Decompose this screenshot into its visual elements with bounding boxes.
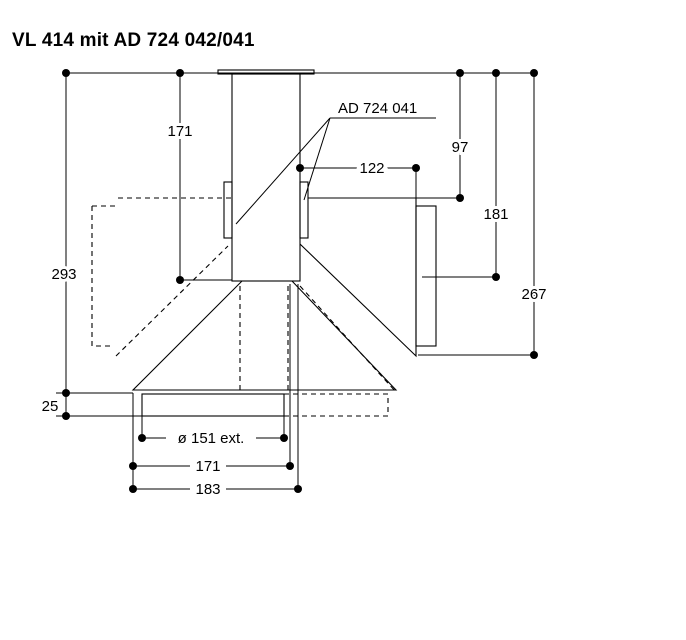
dimension-terminals — [62, 69, 538, 493]
adapter-clamp-left — [223, 181, 233, 239]
hood-body — [131, 69, 437, 417]
dim-151-label: ø 151 ext. — [178, 430, 245, 447]
dimension-labels: AD 724 041 171 97 122 181 267 293 25 ø 1… — [42, 100, 550, 498]
chimney — [231, 73, 301, 282]
dimension-lines — [56, 72, 535, 492]
terminal-dot — [286, 462, 294, 470]
terminal-dot — [176, 276, 184, 284]
adapter-outlet — [415, 205, 437, 347]
terminal-dot — [62, 69, 70, 77]
adapter-leaders — [235, 117, 436, 225]
dim-181-label: 181 — [483, 206, 508, 223]
terminal-dot — [456, 194, 464, 202]
adapter-label: AD 724 041 — [338, 100, 417, 117]
terminal-dot — [456, 69, 464, 77]
terminal-dot — [129, 485, 137, 493]
alternative-position — [91, 197, 397, 417]
dim-293-label: 293 — [51, 266, 76, 283]
adapter-clamp-right — [299, 181, 309, 239]
terminal-dot — [62, 389, 70, 397]
dim-267-label: 267 — [521, 286, 546, 303]
terminal-dot — [530, 351, 538, 359]
terminal-dot — [530, 69, 538, 77]
terminal-dot — [62, 412, 70, 420]
filter-plate — [141, 393, 285, 417]
dim-122-label: 122 — [359, 160, 384, 177]
terminal-dot — [280, 434, 288, 442]
dim-171-top-label: 171 — [167, 123, 192, 140]
terminal-dot — [294, 485, 302, 493]
dim-183-label: 183 — [195, 481, 220, 498]
terminal-dot — [492, 69, 500, 77]
terminal-dot — [176, 69, 184, 77]
terminal-dot — [492, 273, 500, 281]
drawing-title: VL 414 mit AD 724 042/041 — [12, 30, 255, 51]
terminal-dot — [412, 164, 420, 172]
terminal-dot — [296, 164, 304, 172]
canopy — [131, 280, 398, 391]
terminal-dot — [129, 462, 137, 470]
dim-171-bottom-label: 171 — [195, 458, 220, 475]
dim-25-label: 25 — [42, 398, 59, 415]
terminal-dot — [138, 434, 146, 442]
adapter-housing — [299, 197, 417, 358]
dim-97-label: 97 — [452, 139, 469, 156]
